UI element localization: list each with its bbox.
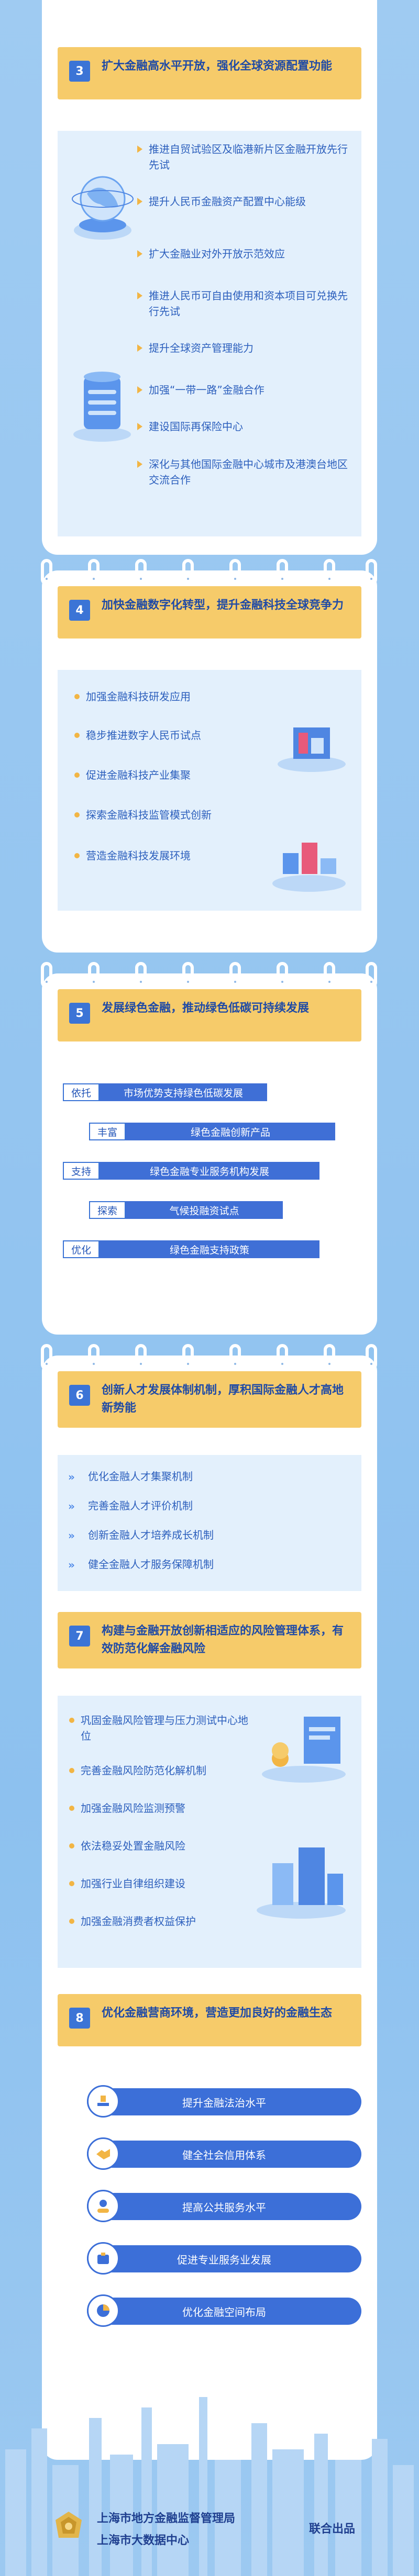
list-item: 健全金融人才服务保障机制 bbox=[88, 1558, 214, 1571]
binder-rings bbox=[30, 962, 389, 988]
pill-label: 优化金融空间布局 bbox=[182, 2305, 266, 2319]
professional-icon bbox=[87, 2242, 119, 2275]
pill-label: 提升金融法治水平 bbox=[182, 2096, 266, 2109]
row-text: 绿色金融专业服务机构发展 bbox=[100, 1162, 319, 1180]
section-number: 3 bbox=[69, 61, 90, 82]
section-number: 5 bbox=[69, 1003, 90, 1024]
section-number: 8 bbox=[69, 2008, 90, 2029]
row-text: 绿色金融创新产品 bbox=[126, 1123, 335, 1140]
list-item: 推进自贸试验区及临港新片区金融开放先行先试 bbox=[149, 143, 348, 171]
row-text: 气候投融资试点 bbox=[126, 1201, 283, 1219]
footer-org-2: 上海市大数据中心 bbox=[97, 2534, 190, 2547]
list-item: 巩固金融风险管理与压力测试中心地位 bbox=[81, 1714, 248, 1742]
section-title: 优化金融营商环境，营造更加良好的金融生态 bbox=[102, 2007, 333, 2020]
list-item: 加强“一带一路”金融合作 bbox=[149, 384, 264, 396]
list-item: 完善金融人才评价机制 bbox=[88, 1499, 193, 1512]
list-item: 推进人民币可自由使用和资本项目可兑换先行先试 bbox=[149, 289, 348, 318]
section-6-header: 6 创新人才发展体制机制，厚积国际金融人才高地新势能 bbox=[58, 1371, 361, 1428]
list-item: 提高公共服务水平 bbox=[87, 2190, 361, 2222]
list-item: 创新金融人才培养成长机制 bbox=[88, 1529, 214, 1541]
pill-label: 促进专业服务业发展 bbox=[177, 2253, 271, 2266]
binder-rings bbox=[30, 559, 389, 585]
row-text: 市场优势支持绿色低碳发展 bbox=[100, 1083, 267, 1101]
section-number: 6 bbox=[69, 1385, 90, 1406]
handshake-icon bbox=[87, 2137, 119, 2170]
seal-logo bbox=[56, 2512, 82, 2538]
list-item: 优化金融空间布局 bbox=[87, 2294, 361, 2327]
list-item: 扩大金融业对外开放示范效应 bbox=[149, 248, 285, 260]
service-icon bbox=[87, 2190, 119, 2222]
row-label: 优化 bbox=[63, 1240, 100, 1258]
card-section-6-8: 6 创新人才发展体制机制，厚积国际金融人才高地新势能 » 优化金融人才集聚机制 … bbox=[42, 1356, 377, 2460]
section-title: 发展绿色金融，推动绿色低碳可持续发展 bbox=[102, 1002, 310, 1015]
section-7-panel: 巩固金融风险管理与压力测试中心地位 完善金融风险防范化解机制 加强金融风险监测预… bbox=[58, 1696, 361, 1968]
list-item: 提升金融法治水平 bbox=[87, 2085, 361, 2118]
section-8-panel: 提升金融法治水平 健全社会信用体系 提高公共服务水平 促进专业服务业发展 优化金… bbox=[58, 2078, 361, 2350]
section-number: 4 bbox=[69, 600, 90, 621]
globe-illustration bbox=[72, 176, 134, 240]
section-3-panel: 推进自贸试验区及临港新片区金融开放先行先试 提升人民币金融资产配置中心能级 扩大… bbox=[58, 131, 361, 536]
section-title: 加快金融数字化转型，提升金融科技全球竞争力 bbox=[102, 599, 344, 612]
section-4-header: 4 加快金融数字化转型，提升金融科技全球竞争力 bbox=[58, 586, 361, 639]
pie-chart-icon bbox=[87, 2294, 119, 2327]
city-skyline bbox=[5, 2397, 414, 2576]
footer-publish: 联合出品 bbox=[309, 2523, 356, 2536]
card-section-4: 4 加快金融数字化转型，提升金融科技全球竞争力 加强金融科技研发应用 稳步推进数… bbox=[42, 570, 377, 953]
pill-label: 健全社会信用体系 bbox=[182, 2148, 266, 2161]
row-label: 支持 bbox=[63, 1162, 100, 1180]
list-item: 依法稳妥处置金融风险 bbox=[81, 1840, 185, 1852]
server-illustration bbox=[73, 372, 131, 442]
binder-rings bbox=[30, 1344, 389, 1370]
buildings-illustration bbox=[257, 1847, 346, 1919]
card-section-3: 3 扩大金融高水平开放，强化全球资源配置功能 推进自贸试验区及临港新片区金融开放… bbox=[42, 0, 377, 639]
list-item: 深化与其他国际金融中心城市及港澳台地区交流合作 bbox=[149, 458, 348, 486]
row-text: 绿色金融支持政策 bbox=[100, 1240, 319, 1258]
list-item: 加强金融风险监测预警 bbox=[81, 1802, 185, 1815]
list-item: 建设国际再保险中心 bbox=[149, 420, 243, 433]
chart-illustration bbox=[262, 1717, 346, 1783]
section-number: 7 bbox=[69, 1626, 90, 1647]
section-3-header: 3 扩大金融高水平开放，强化全球资源配置功能 bbox=[58, 47, 361, 99]
footer-org-1: 上海市地方金融监督管理局 bbox=[97, 2512, 236, 2525]
list-item: 促进专业服务业发展 bbox=[87, 2242, 361, 2275]
section-5-panel: 依托 市场优势支持绿色低碳发展 丰富 绿色金融创新产品 支持 绿色金融专业服务机… bbox=[58, 1073, 361, 1319]
section-title: 扩大金融高水平开放，强化全球资源配置功能 bbox=[102, 60, 333, 73]
list-item: 提升全球资产管理能力 bbox=[149, 342, 253, 354]
section-6-panel: » 优化金融人才集聚机制 » 完善金融人才评价机制 » 创新金融人才培养成长机制… bbox=[58, 1455, 361, 1591]
card-section-5: 5 发展绿色金融，推动绿色低碳可持续发展 依托 市场优势支持绿色低碳发展 丰富 … bbox=[42, 973, 377, 1335]
list-item: 加强行业自律组织建设 bbox=[81, 1877, 185, 1890]
list-item: 健全社会信用体系 bbox=[87, 2137, 361, 2170]
section-4-panel: 加强金融科技研发应用 稳步推进数字人民币试点 促进金融科技产业集聚 探索金融科技… bbox=[58, 670, 361, 911]
row-label: 丰富 bbox=[89, 1123, 126, 1140]
list-item: 优化金融人才集聚机制 bbox=[88, 1470, 193, 1483]
list-item: 完善金融风险防范化解机制 bbox=[81, 1764, 206, 1777]
blocks-illustration bbox=[272, 843, 346, 892]
section-7-header: 7 构建与金融开放创新相适应的风险管理体系，有效防范化解金融风险 bbox=[58, 1612, 361, 1668]
row-label: 探索 bbox=[89, 1201, 126, 1219]
section-title: 创新人才发展体制机制，厚积国际金融人才高地新势能 bbox=[102, 1384, 344, 1415]
list-item: 加强金融科技研发应用 bbox=[86, 690, 191, 703]
section-title: 构建与金融开放创新相适应的风险管理体系，有效防范化解金融风险 bbox=[102, 1625, 344, 1655]
list-item: 提升人民币金融资产配置中心能级 bbox=[149, 195, 306, 208]
section-5-header: 5 发展绿色金融，推动绿色低碳可持续发展 bbox=[58, 989, 361, 1041]
list-item: 加强金融消费者权益保护 bbox=[81, 1915, 196, 1928]
list-item: 营造金融科技发展环境 bbox=[86, 849, 191, 862]
pill-label: 提高公共服务水平 bbox=[182, 2201, 266, 2214]
section-8-header: 8 优化金融营商环境，营造更加良好的金融生态 bbox=[58, 1994, 361, 2046]
row-label: 依托 bbox=[63, 1083, 100, 1101]
list-item: 探索金融科技监管模式创新 bbox=[86, 809, 212, 821]
list-item: 稳步推进数字人民币试点 bbox=[86, 729, 201, 742]
gavel-icon bbox=[87, 2085, 119, 2118]
list-item: 促进金融科技产业集聚 bbox=[86, 769, 191, 781]
tech-illustration bbox=[278, 727, 346, 772]
